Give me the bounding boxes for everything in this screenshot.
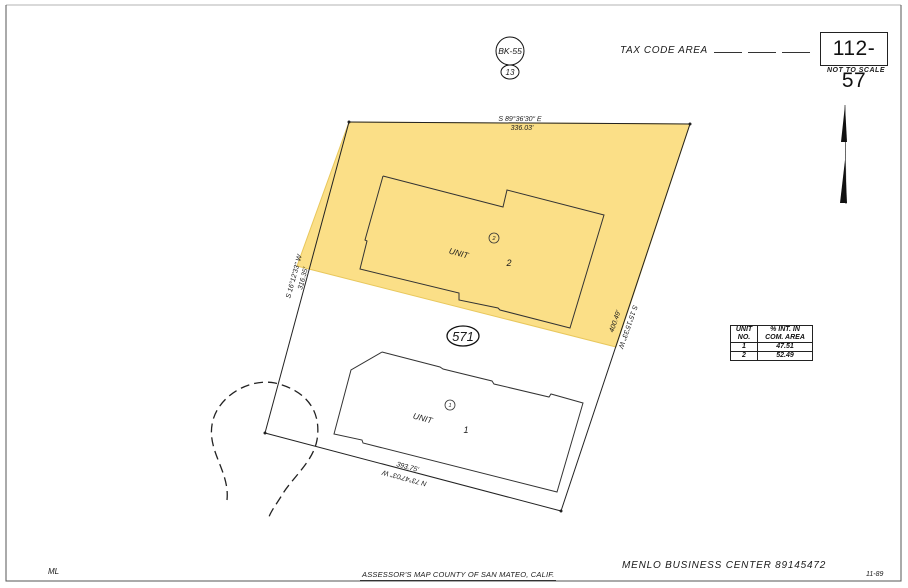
row-unit: 2 [730,351,758,361]
south-distance: 393.75' [395,461,419,474]
map-frame-left [5,5,902,582]
footer-date: 11-89 [866,571,884,578]
north-bearing: S 89°36'30" E [498,115,542,123]
interest-table: UNIT NO. % INT. IN COM. AREA 1 47.51 2 5… [730,325,813,361]
tax-code-blank-3 [781,52,810,53]
header-interest-line2: COM. AREA [765,334,805,341]
header-unit-no: UNIT NO. [730,325,758,343]
header-interest: % INT. IN COM. AREA [757,325,813,343]
parcel-number: 571 [452,329,474,344]
unit-1-label: UNIT [412,411,435,426]
boundary-corner-markers [263,120,692,513]
header-unit-line1: UNIT [735,326,753,333]
unit-2-building-outline [359,175,605,329]
page-circle [500,64,520,80]
table-row: 1 47.51 [730,342,813,352]
row-unit: 1 [730,342,758,352]
unit-2-number: 2 [505,258,511,268]
footer-business-center: MENLO BUSINESS CENTER 89145472 [622,560,827,571]
tax-code-area-label: TAX CODE AREA [620,45,810,56]
unit-1-number: 1 [463,425,468,435]
unit-1-building-outline [333,351,584,493]
tax-code-number-box: 112-57 [820,32,888,92]
header-interest-line1: % INT. IN [770,326,800,333]
unit-2-circle [488,232,500,244]
south-bearing: N 73°47'03" W [380,468,427,488]
unit-1-circle-number: 1 [448,403,451,409]
page-number: 13 [506,68,515,77]
unit-2-circle-number: 2 [491,236,495,242]
row-interest: 52.49 [757,351,813,361]
scale-note: NOT TO SCALE [827,67,885,74]
book-number: BK-55 [498,46,522,56]
north-arrow-icon [840,104,847,205]
table-row: 2 52.49 [730,351,813,361]
unit-1-circle [444,399,456,411]
footer-initials: ML [48,567,60,576]
header-unit-line2: NO. [737,334,751,341]
parcel-number-ellipse [446,325,480,347]
footer-assessor: ASSESSOR'S MAP COUNTY OF SAN MATEO, CALI… [359,570,557,581]
parcel-boundary [264,121,691,512]
cul-de-sac-dashed-outline [210,381,319,521]
north-distance: 336.03' [511,125,534,132]
tax-code-blank-2 [747,52,776,53]
tax-code-area-text: TAX CODE AREA [620,45,708,56]
tax-code-blank-1 [713,52,742,53]
interest-table-header: UNIT NO. % INT. IN COM. AREA [730,325,813,343]
row-interest: 47.51 [757,342,813,352]
